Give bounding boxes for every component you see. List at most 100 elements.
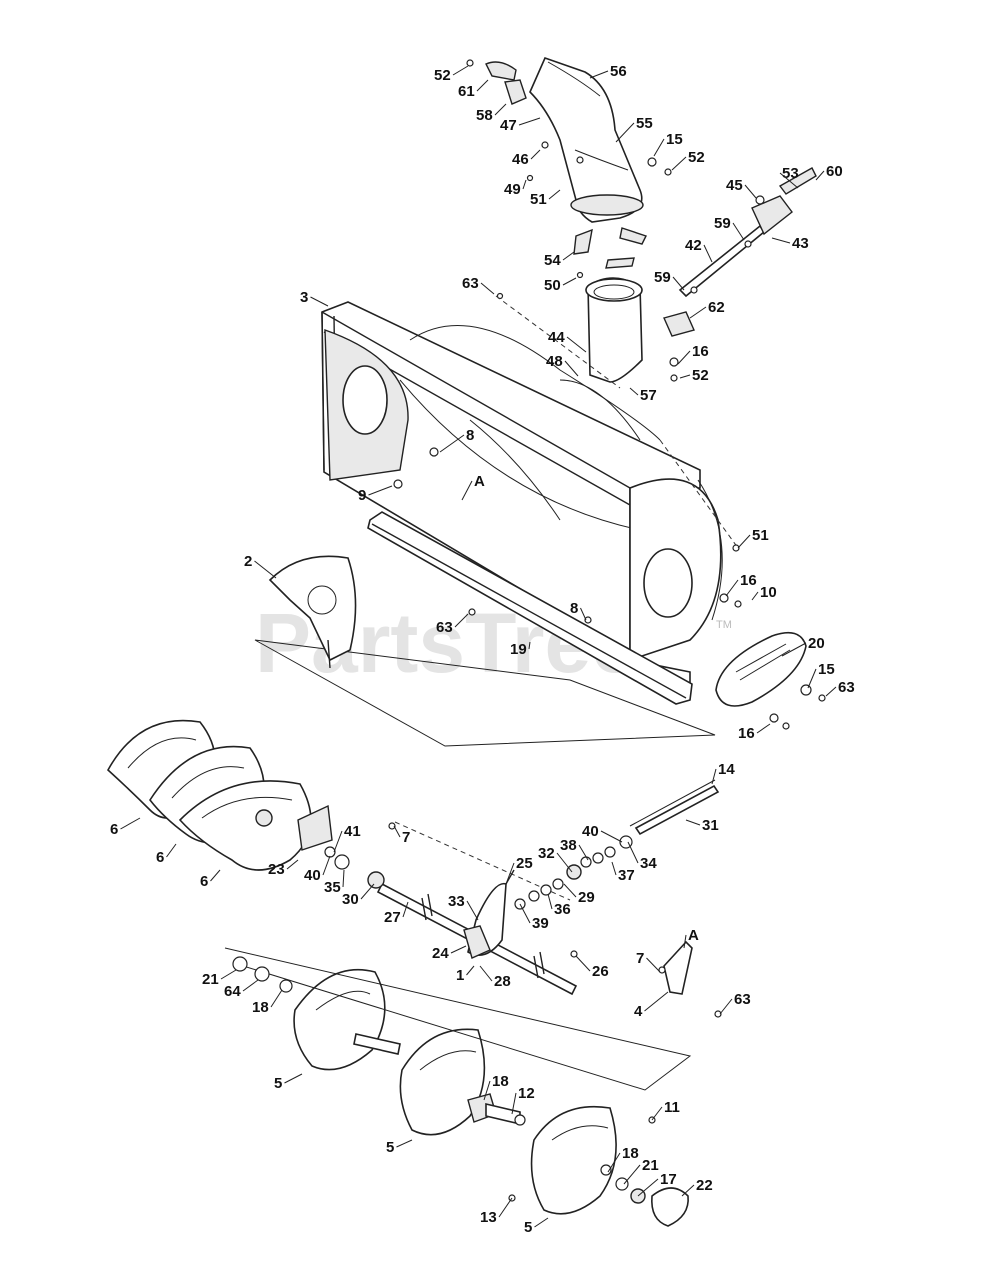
callout-20: 20 [781,635,825,657]
auger-housing [321,295,742,692]
callout-leader [564,360,579,377]
auger-spirals-upper [106,719,312,871]
callout-leader [242,979,259,992]
callout-leader [284,1073,303,1084]
callout-label: 4 [634,1003,643,1020]
callout-64: 64 [224,979,259,1000]
callout-leader [483,1080,491,1101]
callout-9: 9 [358,485,393,504]
callout-leader [681,1184,695,1197]
callout-56: 56 [589,63,627,80]
callout-label: 14 [718,761,735,778]
callout-label: 63 [838,679,855,696]
callout-label: 59 [714,215,731,232]
callout-label: 8 [570,600,578,617]
callout-label: 56 [610,63,627,80]
callout-label: 60 [826,163,843,180]
callout-label: 6 [200,873,208,890]
callout-label: 53 [782,165,799,182]
callout-label: 54 [544,252,561,269]
shave-plate [367,511,826,730]
callout-59: 59 [714,215,745,241]
callout-leader [578,844,589,861]
callout-label: 15 [666,131,683,148]
callout-leader [781,642,807,657]
callout-label: 32 [538,845,555,862]
callout-label: 7 [402,829,410,846]
callout-63: 63 [436,613,469,636]
callout-leader [807,668,817,689]
callout-leader [466,965,475,976]
callout-leader [744,184,757,199]
callout-leader [479,965,493,982]
callout-34: 34 [627,841,657,872]
callout-label: 5 [274,1075,282,1092]
callout-leader [756,723,771,734]
auger-spiral [399,1028,486,1136]
callout-29: 29 [563,883,595,906]
callout-6: 6 [200,869,221,890]
callout-8: 8 [570,600,587,621]
callout-label: 11 [664,1099,680,1116]
chute-clip [619,227,647,245]
callout-leader [120,817,141,830]
callout-label: 5 [524,1219,532,1236]
callout-leader [342,869,345,888]
callout-26: 26 [575,955,609,980]
callout-leader [322,855,331,876]
callout-label: 16 [740,572,757,589]
callout-leader [671,156,687,171]
callout-leader [450,945,467,954]
callout-44: 44 [548,329,587,353]
callout-6: 6 [156,843,177,866]
callout-leader [653,138,665,157]
callout-leader [461,480,473,501]
callout-42: 42 [685,237,713,263]
callout-label: 21 [202,971,219,988]
center-shaft [353,1033,401,1055]
callout-leader [519,903,531,924]
callout-leader [480,282,495,295]
callout-leader [476,79,489,92]
callout-label: 63 [734,991,751,1008]
callout-16: 16 [738,723,771,742]
callout-label: 7 [636,950,644,967]
callout-48: 48 [546,353,579,377]
callout-label: 21 [642,1157,659,1174]
callout-leader [732,222,745,241]
callout-10: 10 [751,584,777,601]
callout-leader [683,934,687,949]
callout-leader [672,276,685,291]
callout-label: 5 [386,1139,394,1156]
callout-label: 18 [622,1145,639,1162]
callout-35: 35 [324,869,345,896]
callout-label: 30 [342,891,359,908]
crank-lower-bracket [663,311,695,337]
callout-leader [629,387,639,396]
callout-52: 52 [679,367,709,384]
callout-leader [534,1217,549,1228]
callout-15: 15 [653,131,683,157]
impeller-shaft [634,784,720,836]
callout-32: 32 [538,845,573,873]
callout-label: 49 [504,181,521,198]
callout-label: 43 [792,235,809,252]
callout-11: 11 [651,1099,680,1121]
callout-label: 52 [692,367,709,384]
callout-label: 51 [530,191,547,208]
auger-spiral [293,968,386,1071]
callout-label: 31 [702,817,719,834]
callout-label: 13 [480,1209,497,1226]
callout-46: 46 [512,149,541,168]
callout-59: 59 [654,269,685,291]
callout-leader [522,179,527,190]
callout-1: 1 [456,965,475,984]
callout-label: 63 [462,275,479,292]
callout-label: 40 [582,823,599,840]
callout-30: 30 [342,883,375,908]
callout-63: 63 [719,991,751,1015]
callout-leader [703,244,713,263]
callout-label: 42 [685,237,702,254]
callout-label: 27 [384,909,401,926]
